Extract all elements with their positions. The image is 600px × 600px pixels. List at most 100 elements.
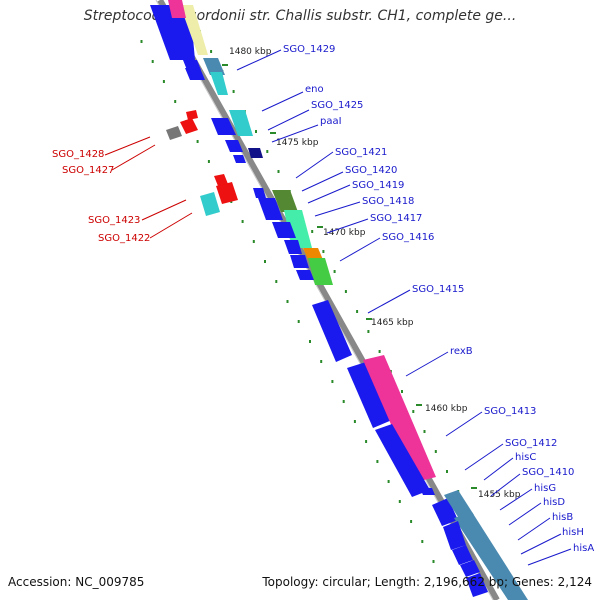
tick-marks <box>222 64 477 489</box>
gene-label: eno <box>305 84 324 95</box>
track-dot <box>174 100 177 103</box>
gene-block <box>203 58 225 75</box>
gene-label: SGO_1421 <box>335 147 387 158</box>
gene-label: SGO_1429 <box>283 44 335 55</box>
gene-block <box>253 188 266 198</box>
track-dot <box>376 460 379 463</box>
gene-block <box>168 0 186 18</box>
gene-block <box>272 190 298 212</box>
gene-label: SGO_1427 <box>62 165 114 176</box>
tick-label: 1455 kbp <box>478 490 521 500</box>
gene-block <box>375 424 430 497</box>
gene-block <box>296 270 314 280</box>
gene-block <box>312 300 352 362</box>
gene-label: hisC <box>515 452 536 463</box>
gene-label: SGO_1425 <box>311 100 363 111</box>
gene-label: paaI <box>320 116 342 127</box>
tick-mark <box>416 404 422 406</box>
gene-block <box>452 545 473 565</box>
track-dot <box>331 380 334 383</box>
gene-label: SGO_1412 <box>505 438 557 449</box>
track-dot <box>241 220 244 223</box>
gene-block <box>216 182 238 204</box>
forward-leader-lines <box>236 49 572 566</box>
track-dot <box>297 320 300 323</box>
track-dot <box>210 50 213 53</box>
track-dot <box>432 560 435 563</box>
gene-block <box>180 118 198 134</box>
track-dot <box>421 540 424 543</box>
gene-block <box>454 512 528 600</box>
track-dot <box>309 340 311 343</box>
tick-label: 1465 kbp <box>371 318 414 328</box>
forward-gene-labels[interactable]: SGO_1429 eno SGO_1425 paaI SGO_1421 SGO_… <box>283 44 594 554</box>
tick-label: 1470 kbp <box>323 228 366 238</box>
gene-label: SGO_1422 <box>98 233 150 244</box>
gene-block <box>443 521 466 550</box>
gene-block <box>258 198 283 220</box>
track-dot <box>387 480 390 483</box>
gene-label: SGO_1418 <box>362 196 414 207</box>
track-dot <box>353 420 356 423</box>
backbone-highlight <box>155 0 494 600</box>
track-dot <box>342 400 345 403</box>
gene-label: SGO_1428 <box>52 149 104 160</box>
gene-block <box>166 126 182 140</box>
gene-block <box>183 60 201 70</box>
track-dot <box>412 410 415 413</box>
gene-block <box>432 498 458 526</box>
gene-block <box>308 258 333 285</box>
track-dot <box>151 60 154 63</box>
gene-label: hisD <box>543 497 565 508</box>
tick-label: 1475 kbp <box>276 138 319 148</box>
genome-backbone <box>157 0 500 600</box>
gene-label: SGO_1410 <box>522 467 574 478</box>
gene-block <box>150 5 195 60</box>
track-dot <box>365 440 368 443</box>
gene-label: SGO_1413 <box>484 406 536 417</box>
track-dot <box>232 90 235 93</box>
track-dot <box>320 360 323 363</box>
reverse-strand-genes[interactable] <box>166 110 238 216</box>
track-dot <box>322 250 325 253</box>
track-dot <box>266 150 269 153</box>
tick-mark <box>222 64 228 66</box>
track-dot <box>446 470 448 473</box>
gene-label: SGO_1415 <box>412 284 464 295</box>
tick-mark <box>270 132 276 134</box>
gene-label: SGO_1417 <box>370 213 422 224</box>
gene-block <box>233 155 246 163</box>
gene-block <box>211 118 236 135</box>
track-dot <box>264 260 266 263</box>
track-dot <box>286 300 289 303</box>
gene-label: hisB <box>552 512 573 523</box>
accession-label: Accession: NC_009785 <box>8 575 145 589</box>
gene-block <box>290 255 309 268</box>
tick-label: 1480 kbp <box>229 47 272 57</box>
tick-label: 1460 kbp <box>425 404 468 414</box>
gene-block <box>186 110 198 120</box>
gene-block <box>284 210 312 248</box>
gene-block <box>272 222 296 238</box>
gene-block <box>210 72 228 95</box>
reverse-gene-labels[interactable]: SGO_1428 SGO_1427 SGO_1423 SGO_1422 <box>52 149 150 244</box>
gene-label: SGO_1420 <box>345 165 397 176</box>
track-dot <box>367 330 370 333</box>
gene-block <box>284 240 302 254</box>
track-dot <box>398 500 401 503</box>
gene-block <box>444 490 474 520</box>
gene-block <box>229 110 253 136</box>
track-dot <box>207 160 210 163</box>
tick-labels: 1480 kbp 1475 kbp 1470 kbp 1465 kbp 1460… <box>229 47 521 500</box>
reverse-leader-lines <box>104 136 193 239</box>
track-dot <box>333 270 336 273</box>
forward-strand-genes[interactable] <box>150 0 528 600</box>
gene-block <box>363 355 436 482</box>
gene-label: hisA <box>573 543 594 554</box>
gene-label: rexB <box>450 346 473 357</box>
gene-block <box>248 148 263 158</box>
gene-block <box>185 68 205 80</box>
track-dot <box>356 310 359 313</box>
gene-block <box>200 192 220 216</box>
